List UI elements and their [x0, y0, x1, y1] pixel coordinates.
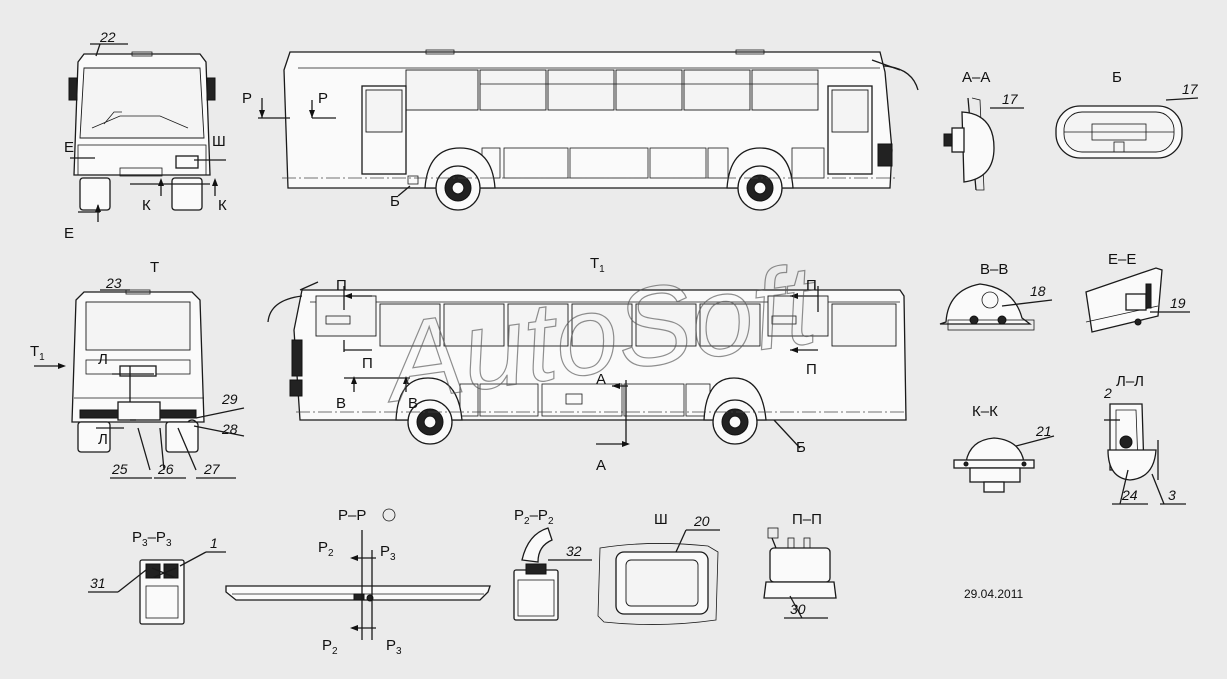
callout-23: 23	[105, 275, 122, 291]
mark-sh: Ш	[212, 133, 226, 150]
section-title-pp: П–П	[792, 511, 822, 528]
detail-p2p2	[513, 527, 592, 621]
mark-t1: Т1	[30, 343, 45, 363]
section-title-b: Б	[1112, 69, 1122, 86]
callout-18: 18	[1030, 283, 1046, 299]
mark-p-2: Р	[318, 90, 328, 107]
callout-31: 31	[90, 575, 106, 591]
section-title-vv: В–В	[980, 261, 1008, 278]
detail-vv	[939, 283, 1053, 331]
section-title-rr: Р–Р	[338, 507, 366, 524]
mark-e-1: Е	[64, 139, 74, 156]
callout-30: 30	[790, 601, 806, 617]
mark-a-2: А	[596, 457, 606, 474]
rear-view	[34, 289, 245, 479]
callout-3: 3	[1168, 487, 1176, 503]
mark-k-1: К	[142, 197, 151, 214]
mark-b-2: Б	[796, 439, 806, 456]
section-title-aa: А–А	[962, 69, 990, 86]
callout-19: 19	[1170, 295, 1186, 311]
section-title-sh: Ш	[654, 511, 668, 528]
mark-k-2: К	[218, 197, 227, 214]
detail-sh	[597, 529, 720, 625]
callout-22: 22	[99, 29, 116, 45]
mark-e-2: Е	[64, 225, 74, 242]
mark-v-1: В	[336, 395, 346, 412]
side-view-left	[267, 281, 907, 449]
section-title-ll: Л–Л	[1116, 373, 1144, 390]
callout-17-b: 17	[1182, 81, 1199, 97]
detail-rr	[225, 508, 491, 640]
section-title-ee: Е–Е	[1108, 251, 1136, 268]
drawing-date: 29.04.2011	[964, 587, 1023, 601]
mark-r3-bottom: Р3	[386, 637, 402, 657]
callout-25: 25	[111, 461, 128, 477]
mark-a-1: А	[596, 371, 606, 388]
detail-b	[1055, 97, 1199, 159]
mark-r2-bottom: Р2	[322, 637, 338, 657]
detail-ee	[1085, 267, 1190, 333]
view-title-t1: Т1	[590, 255, 605, 275]
detail-aa	[943, 97, 1024, 191]
mark-v-2: В	[408, 395, 418, 412]
mark-p-1: Р	[242, 90, 252, 107]
section-title-kk: К–К	[972, 403, 998, 420]
front-view	[68, 43, 226, 222]
callout-20: 20	[693, 513, 710, 529]
callout-21: 21	[1035, 423, 1052, 439]
callout-32: 32	[566, 543, 582, 559]
callout-28: 28	[221, 421, 238, 437]
mark-b-1: Б	[390, 193, 400, 210]
mark-pi-4: П	[806, 361, 817, 378]
callout-17-aa: 17	[1002, 91, 1019, 107]
callout-26: 26	[157, 461, 174, 477]
detail-ll	[1104, 403, 1186, 505]
detail-p3p3	[88, 551, 226, 625]
callout-1: 1	[210, 535, 218, 551]
view-title-t: Т	[150, 259, 159, 276]
callout-29: 29	[221, 391, 238, 407]
mark-pi-2: П	[362, 355, 373, 372]
detail-kk	[953, 435, 1055, 493]
callout-27: 27	[203, 461, 221, 477]
callout-24: 24	[1121, 487, 1138, 503]
mark-r2-top: Р2	[318, 539, 334, 559]
section-title-p3p3: Р3–Р3	[132, 529, 172, 549]
side-view-right	[258, 49, 919, 211]
mark-r3-top: Р3	[380, 543, 396, 563]
mark-l-1: Л	[98, 351, 108, 368]
mark-pi-1: П	[336, 277, 347, 294]
callout-2: 2	[1103, 385, 1112, 401]
mark-l-2: Л	[98, 431, 108, 448]
section-title-p2p2: Р2–Р2	[514, 507, 554, 527]
mark-pi-3: П	[806, 277, 817, 294]
detail-pp	[763, 527, 837, 619]
